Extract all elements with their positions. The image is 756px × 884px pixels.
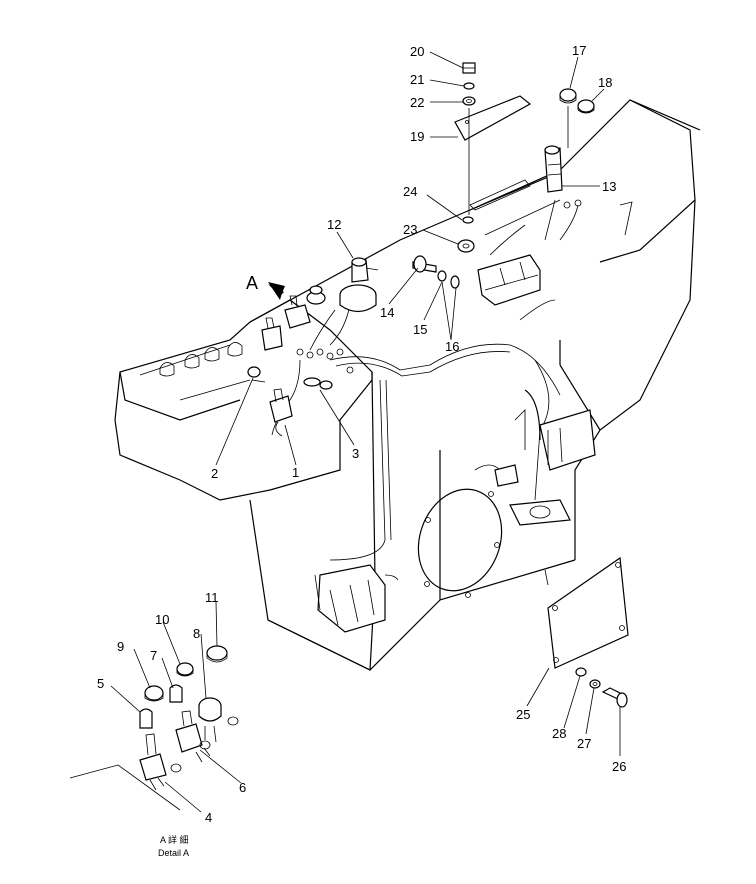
bolt-26 — [601, 687, 628, 708]
small-connectors — [563, 199, 582, 209]
callout-26: 26 — [612, 759, 626, 774]
callout-2: 2 — [211, 466, 218, 481]
callout-18: 18 — [598, 75, 612, 90]
callout-15: 15 — [413, 322, 427, 337]
instrument-panel — [114, 299, 373, 501]
switch-2 — [247, 366, 261, 378]
starter-switch-12 — [339, 257, 379, 313]
lower-relay-box — [314, 564, 399, 633]
callout-28: 28 — [552, 726, 566, 741]
callout-6: 6 — [239, 780, 246, 795]
callout-7: 7 — [150, 648, 157, 663]
callout-25: 25 — [516, 707, 530, 722]
washer-28 — [575, 667, 587, 677]
callout-17: 17 — [572, 43, 586, 58]
callout-8: 8 — [193, 626, 200, 641]
callout-10: 10 — [155, 612, 169, 627]
washer-24 — [462, 216, 474, 224]
callout-27: 27 — [577, 736, 591, 751]
callout-labels: 1 2 3 4 5 6 7 8 9 10 11 12 13 14 15 16 1… — [97, 43, 626, 825]
leader-lines — [110, 51, 621, 813]
detail-caption: Detail A — [158, 848, 189, 858]
nut-23 — [457, 239, 475, 253]
bolt-14 — [412, 255, 437, 273]
callout-1: 1 — [292, 465, 299, 480]
washer-16 — [450, 275, 460, 289]
detail-caption-cjk: A 詳 細 — [160, 834, 189, 845]
callout-23: 23 — [403, 222, 417, 237]
callout-11: 11 — [205, 590, 219, 605]
lock-washer-15 — [437, 270, 447, 282]
frame-housing — [249, 99, 701, 671]
washer-21 — [463, 82, 475, 90]
detail-a-assembly — [69, 645, 239, 811]
lock-washer-27 — [589, 679, 601, 689]
knob-18 — [577, 99, 595, 114]
toggle-switch-1 — [269, 388, 293, 437]
callout-16: 16 — [445, 339, 459, 354]
callout-5: 5 — [97, 676, 104, 691]
callout-13: 13 — [602, 179, 616, 194]
switch-cluster-a — [261, 285, 326, 351]
washer-22 — [462, 96, 476, 106]
callout-19: 19 — [410, 129, 424, 144]
bolt-20 — [462, 62, 476, 74]
relay-bracket — [477, 254, 541, 306]
callout-3: 3 — [352, 446, 359, 461]
right-junction-box — [474, 389, 596, 526]
switch-13 — [544, 145, 563, 193]
knob-17 — [559, 88, 577, 148]
callout-24: 24 — [403, 184, 417, 199]
callout-9: 9 — [117, 639, 124, 654]
view-label-a: A — [246, 273, 258, 293]
connector-3 — [303, 377, 333, 390]
plugs-cluster — [296, 348, 354, 374]
callout-12: 12 — [327, 217, 341, 232]
wiring-harness — [271, 199, 579, 561]
callout-4: 4 — [205, 810, 212, 825]
callout-20: 20 — [410, 44, 424, 59]
cover-plate — [547, 556, 629, 669]
callout-22: 22 — [410, 95, 424, 110]
callout-14: 14 — [380, 305, 394, 320]
view-arrow-a — [268, 282, 285, 300]
callout-21: 21 — [410, 72, 424, 87]
cover-19 — [454, 95, 532, 215]
